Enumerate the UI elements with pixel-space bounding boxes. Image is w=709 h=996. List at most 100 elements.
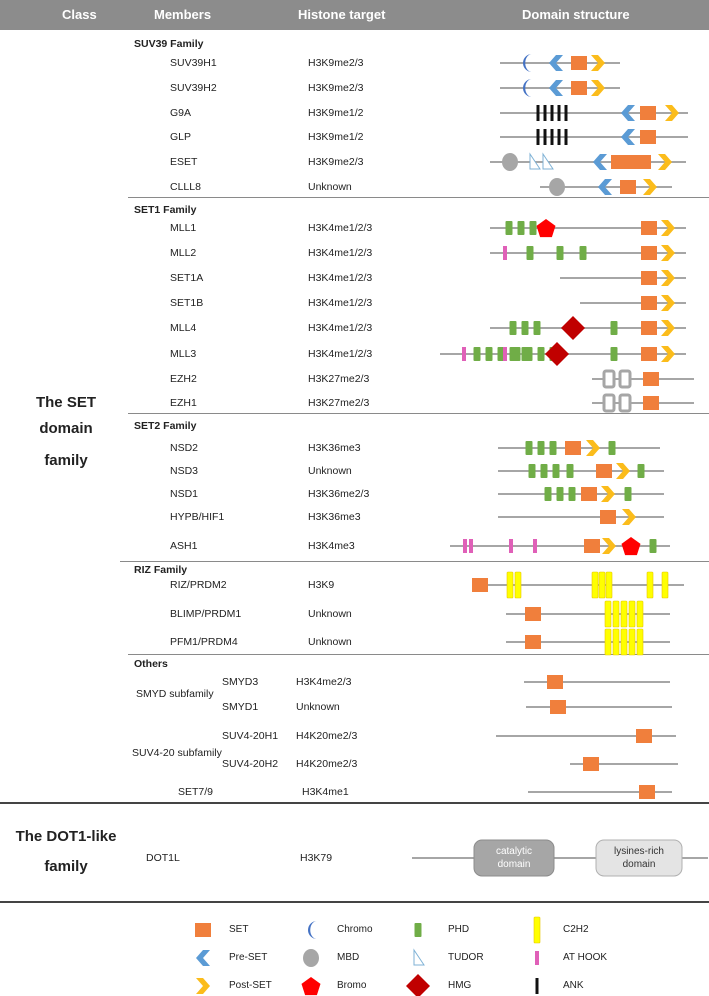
domain-row: [496, 729, 676, 743]
member-name: SMYD1: [222, 701, 259, 713]
member-name: SMYD3: [222, 676, 259, 688]
c2h2-domain: [533, 916, 541, 944]
legend-label: TUDOR: [448, 952, 484, 963]
c2h2-domain: [591, 571, 599, 599]
histone-target: H3K27me2/3: [308, 397, 370, 409]
lysines-rich-label: lysines-rich: [614, 846, 664, 857]
c2h2-domain: [612, 600, 620, 628]
ank-domain: [543, 105, 547, 121]
catalytic-label: domain: [498, 859, 531, 870]
at-hook-domain: [533, 539, 537, 553]
phd-domain: [537, 441, 545, 455]
set-domain: [547, 675, 563, 689]
c2h2-domain: [604, 628, 612, 656]
domain-row: [498, 509, 664, 525]
member-name: EZH1: [170, 397, 197, 409]
divider-set2: [128, 413, 709, 414]
class-set-line1: The SET domain: [35, 394, 96, 437]
legend-swatch: [406, 974, 430, 996]
set-domain: [641, 271, 657, 285]
at-hook-domain: [535, 951, 539, 965]
domain-row: [540, 178, 672, 196]
post-set-domain: [661, 245, 675, 261]
phd-domain: [521, 321, 529, 335]
phd-domain: [533, 321, 541, 335]
histone-target: H3K79: [300, 852, 333, 864]
histone-target: H3K4me2/3: [296, 676, 352, 688]
phd-domain: [544, 487, 552, 501]
member-name: G9A: [170, 107, 192, 119]
domain-row: [490, 316, 686, 340]
legend-swatch: [308, 921, 317, 939]
cys-domain: [602, 393, 616, 413]
family-title: SET1 Family: [134, 204, 197, 216]
phd-domain: [610, 321, 618, 335]
bromo-domain: [536, 219, 556, 238]
c2h2-domain: [514, 571, 522, 599]
set-domain: [583, 757, 599, 771]
legend-label: AT HOOK: [563, 952, 608, 963]
set-domain: [565, 441, 581, 455]
member-name: NSD2: [170, 442, 199, 454]
post-set-domain: [661, 220, 675, 236]
at-hook-domain: [509, 539, 513, 553]
c2h2-domain: [605, 571, 613, 599]
post-set-domain: [591, 80, 605, 96]
ank-domain: [535, 978, 539, 994]
ank-domain: [564, 105, 568, 121]
set-domain: [571, 81, 587, 95]
chromo-domain: [308, 921, 317, 939]
phd-domain: [529, 221, 537, 235]
legend-label: HMG: [448, 980, 472, 991]
set-domain: [611, 155, 651, 169]
domain-row: [500, 54, 620, 72]
post-set-domain: [643, 179, 657, 195]
at-hook-domain: [503, 246, 507, 260]
divider-legend: [0, 901, 709, 903]
domain-row: [500, 79, 620, 97]
member-name: SUV39H1: [170, 57, 217, 69]
domain-row: [500, 129, 688, 145]
phd-domain: [485, 347, 493, 361]
phd-domain: [549, 441, 557, 455]
set-domain: [525, 607, 541, 621]
legend-swatch: [196, 950, 210, 966]
subfamily-label: SUV4-20 subfamily: [132, 747, 222, 759]
phd-domain: [556, 487, 564, 501]
legend-swatch: [535, 951, 539, 965]
ank-domain: [550, 129, 554, 145]
ank-domain: [550, 105, 554, 121]
phd-domain: [525, 347, 533, 361]
set-domain: [641, 246, 657, 260]
c2h2-domain: [620, 600, 628, 628]
member-name: SET1B: [170, 297, 204, 309]
set-domain: [643, 372, 659, 386]
post-set-domain: [601, 486, 615, 502]
phd-domain: [513, 347, 521, 361]
histone-target: H3K9: [308, 579, 335, 591]
at-hook-domain: [463, 539, 467, 553]
family-title: Others: [134, 658, 168, 670]
phd-domain: [505, 221, 513, 235]
histone-target: H3K9me2/3: [308, 156, 364, 168]
mbd-domain: [303, 949, 319, 967]
histone-target: H3K4me1/2/3: [308, 247, 373, 259]
member-name: NSD1: [170, 488, 199, 500]
legend-label: Pre-SET: [229, 952, 268, 963]
phd-domain: [556, 246, 564, 260]
phd-domain: [608, 441, 616, 455]
phd-domain: [414, 923, 422, 937]
cys-domain: [602, 369, 616, 389]
domain-row: [560, 270, 686, 286]
class-set-line2: family: [44, 452, 88, 469]
legend-label: Chromo: [337, 924, 373, 935]
member-name: SUV4-20H2: [222, 758, 279, 770]
histone-target: H4K20me2/3: [296, 758, 358, 770]
histone-target: H3K9me1/2: [308, 131, 364, 143]
domain-row: [472, 571, 684, 599]
legend-label: MBD: [337, 952, 360, 963]
c2h2-domain: [506, 571, 514, 599]
post-set-domain: [665, 105, 679, 121]
member-name: SUV4-20H1: [222, 730, 279, 742]
phd-domain: [566, 464, 574, 478]
